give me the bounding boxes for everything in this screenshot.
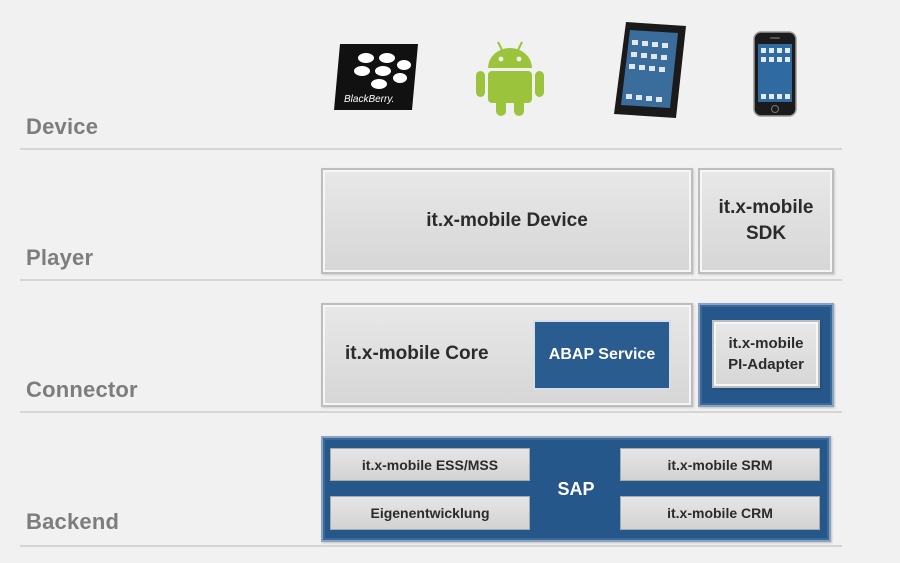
tablet-device-icon xyxy=(612,20,688,120)
separator-backend xyxy=(20,545,842,547)
ess-mss-label: it.x-mobile ESS/MSS xyxy=(361,456,499,473)
separator-player xyxy=(20,279,842,281)
device-player-box: it.x-mobile Device xyxy=(321,168,693,274)
blackberry-logo-icon: BlackBerry. xyxy=(332,42,420,112)
sdk-box: it.x-mobile SDK xyxy=(698,168,834,274)
blackberry-wordmark: BlackBerry. xyxy=(344,94,395,105)
sdk-label-line1: it.x-mobile xyxy=(718,197,814,218)
pi-adapter-label-line1: it.x-mobile xyxy=(728,335,804,352)
android-robot-icon xyxy=(474,38,546,118)
core-label: it.x-mobile Core xyxy=(345,343,489,364)
layer-label-device: Device xyxy=(26,114,99,139)
layer-label-player: Player xyxy=(26,245,94,270)
srm-module: it.x-mobile SRM xyxy=(620,448,820,481)
sdk-label-line2: SDK xyxy=(745,223,787,244)
abap-service-label: ABAP Service xyxy=(548,346,656,363)
crm-module: it.x-mobile CRM xyxy=(620,496,820,530)
smartphone-device-icon xyxy=(752,30,798,118)
crm-label: it.x-mobile CRM xyxy=(667,505,773,521)
eigenentwicklung-label: Eigenentwicklung xyxy=(370,505,490,521)
separator-device xyxy=(20,148,842,150)
abap-service-box: ABAP Service xyxy=(533,320,671,390)
srm-label: it.x-mobile SRM xyxy=(667,456,773,473)
layer-label-connector: Connector xyxy=(26,377,138,402)
ess-mss-module: it.x-mobile ESS/MSS xyxy=(330,448,530,481)
layer-label-backend: Backend xyxy=(26,509,120,534)
pi-adapter-label-line2: PI-Adapter xyxy=(728,356,804,373)
eigenentwicklung-module: Eigenentwicklung xyxy=(330,496,530,530)
sap-label: SAP xyxy=(557,479,595,499)
separator-connector xyxy=(20,411,842,413)
pi-adapter-box: it.x-mobile PI-Adapter xyxy=(712,320,820,388)
device-player-label: it.x-mobile Device xyxy=(426,210,588,231)
